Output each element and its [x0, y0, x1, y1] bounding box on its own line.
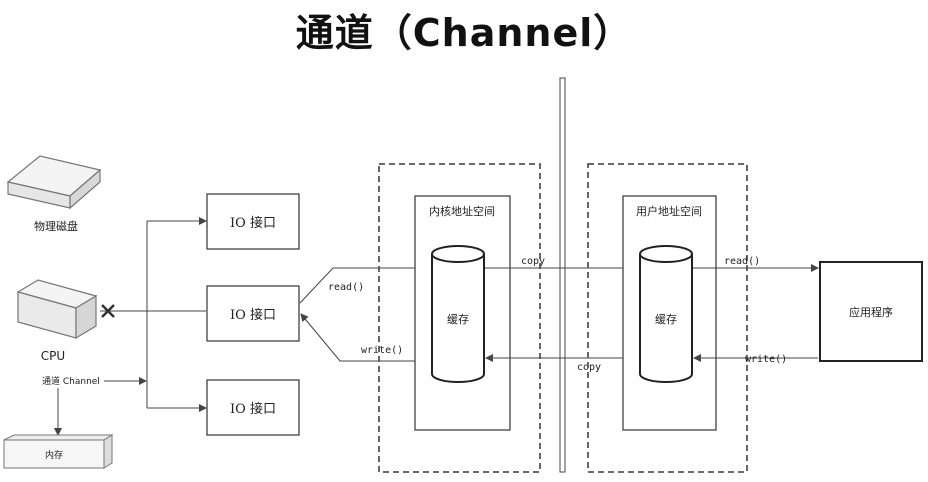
space-divider [559, 77, 566, 473]
kernel-buffer-cylinder [431, 245, 485, 383]
user-buffer-label: 缓存 [655, 312, 677, 326]
user-buffer-cylinder [639, 245, 693, 383]
io-port-1 [206, 193, 300, 250]
physical-disk-icon [6, 155, 102, 210]
user-dashed-region [587, 163, 748, 473]
cpu-label: CPU [41, 349, 65, 363]
write-label-left: write() [361, 345, 403, 356]
blocked-x-icon [101, 304, 115, 318]
application-label: 应用程序 [849, 305, 893, 319]
memory-box [3, 434, 114, 469]
read-label-left: read() [328, 282, 364, 293]
cpu-icon [16, 279, 98, 340]
memory-label: 内存 [45, 449, 63, 461]
io-port-1-label: IO 接口 [230, 215, 276, 231]
io-port-3 [206, 379, 300, 436]
write-label-right: write() [745, 354, 787, 365]
io-port-2-label: IO 接口 [230, 307, 276, 323]
page-title: 通道（Channel） [295, 11, 633, 55]
kernel-dashed-region [378, 163, 541, 473]
disk-label: 物理磁盘 [34, 219, 78, 233]
user-space-label: 用户地址空间 [636, 204, 702, 218]
io-port-2 [206, 285, 300, 342]
kernel-space-label: 内核地址空间 [429, 204, 495, 218]
read-label-right: read() [724, 256, 760, 267]
channel-label: 通道 Channel [42, 375, 100, 387]
application-box [819, 261, 923, 362]
copy-label-top: copy [521, 256, 545, 267]
io-port-3-label: IO 接口 [230, 401, 276, 417]
copy-label-bottom: copy [577, 362, 601, 373]
kernel-buffer-label: 缓存 [447, 312, 469, 326]
